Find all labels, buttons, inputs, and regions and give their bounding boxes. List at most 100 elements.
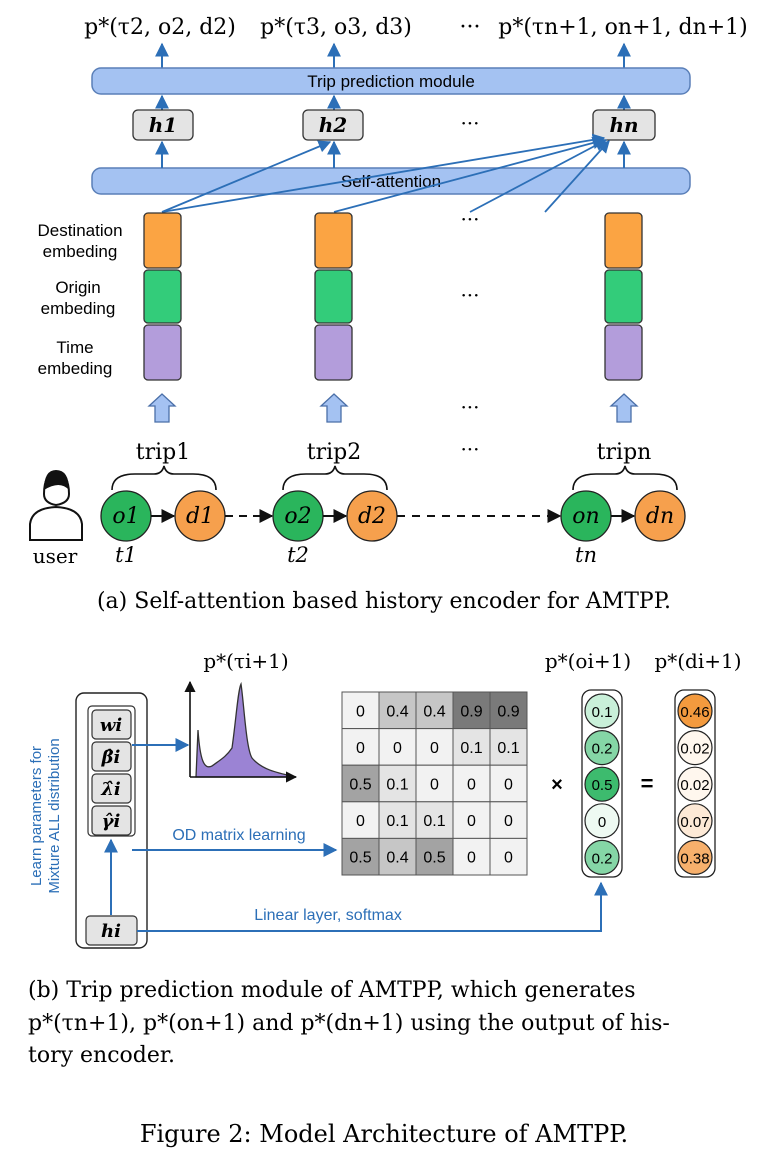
origin-embedding-label-line1: Origin [55, 278, 100, 297]
time-embedding-n [604, 324, 643, 381]
time-label-1: t1 [115, 543, 137, 567]
param-box-w [91, 709, 132, 740]
od-matrix-value: 0 [356, 740, 365, 757]
param-box-beta [91, 741, 132, 772]
od-matrix-value: 0 [467, 813, 476, 830]
hidden-hi: hi [101, 921, 121, 942]
origin-embedding-1 [143, 269, 182, 324]
o-vector-value: 0.2 [592, 850, 613, 867]
hidden-state-hn: hn [609, 113, 638, 137]
origin-vector-frame [581, 689, 623, 878]
od-matrix-cell [378, 728, 417, 766]
o-vector-value: 0 [598, 814, 606, 831]
origin-label-2: o2 [284, 504, 311, 529]
destination-embedding-label-line2: embeding [43, 242, 118, 261]
attn-arrow-near-to-hn [544, 140, 610, 213]
d-vector-value: 0.46 [680, 704, 709, 721]
destination-embedding-2 [314, 212, 353, 269]
input-ellipsis: ··· [460, 395, 479, 419]
up-arrow-icon-1 [147, 393, 177, 423]
o-vector-value: 0.1 [592, 704, 613, 721]
od-matrix-value: 0 [430, 777, 439, 794]
param-gamma: γ̂i [102, 811, 121, 832]
hidden-state-box-1 [132, 109, 194, 141]
output-label-1: p*(τ2, o2, d2) [84, 15, 236, 40]
user-label: user [33, 544, 78, 568]
trip-brace-2 [282, 465, 388, 491]
o-vector-node [584, 766, 620, 802]
origin-embedding-2 [314, 269, 353, 324]
param-lambda: λ̂i [100, 779, 121, 800]
destination-probability-vector: 0.460.020.020.070.38 [677, 693, 713, 876]
hidden-state-box-2 [302, 109, 364, 141]
mixture-density-plot [184, 680, 298, 783]
embedding-stack-n [604, 212, 643, 381]
attn-arrow-1-to-hn [161, 133, 606, 213]
time-label-2: t2 [287, 543, 309, 567]
destination-embedding-label-line1: Destination [37, 221, 122, 240]
od-matrix-value: 0 [504, 813, 513, 830]
od-matrix-value: 0.5 [423, 850, 445, 867]
origin-probability-vector: 0.10.20.500.2 [584, 693, 620, 876]
origin-embedding-n [604, 269, 643, 324]
equals-sign: = [641, 771, 654, 796]
od-matrix-value: 0.4 [386, 850, 408, 867]
attn-arrow-2-to-hn [333, 136, 606, 213]
od-matrix-value: 0.1 [497, 740, 519, 757]
time-embedding-1 [143, 324, 182, 381]
od-matrix-value: 0.9 [497, 703, 519, 720]
origin-embedding-label-line2: embeding [41, 299, 116, 318]
self-attention-label: Self-attention [341, 172, 441, 191]
up-arrow-icon-n [609, 393, 639, 423]
od-matrix-cell [415, 728, 454, 766]
o-vector-node [584, 803, 620, 839]
d-vector-node [677, 693, 713, 729]
caption-a: (a) Self-attention based history encoder… [97, 589, 671, 614]
od-matrix-cell [341, 837, 380, 876]
od-matrix-cell [452, 837, 491, 876]
od-matrix-value: 0.1 [460, 740, 482, 757]
origin-label-n: on [572, 504, 599, 529]
od-matrix-cell [489, 837, 528, 876]
time-label-n: tn [575, 543, 597, 567]
od-matrix-value: 0 [356, 813, 365, 830]
linear-layer-arrow [137, 881, 608, 932]
od-matrix-cell [489, 801, 528, 839]
od-matrix-value: 0.1 [423, 813, 445, 830]
o-vector-value: 0.2 [592, 741, 613, 758]
d-vector-value: 0.02 [680, 777, 709, 794]
trip-prediction-label: Trip prediction module [307, 72, 475, 91]
trip-brace-1 [111, 465, 217, 491]
od-matrix-value: 0.5 [349, 850, 371, 867]
od-matrix-cell [341, 764, 380, 803]
caption-b-line3: tory encoder. [28, 1043, 175, 1068]
d-vector-node [677, 766, 713, 802]
destination-label-2: d2 [358, 504, 386, 529]
od-matrix-value: 0 [467, 850, 476, 867]
od-matrix-cell [489, 764, 528, 803]
od-matrix-cell [378, 837, 417, 876]
user-icon [29, 470, 83, 541]
destination-embedding-n [604, 212, 643, 269]
origin-label-1: o1 [112, 504, 139, 529]
hidden-state-box-n [592, 109, 656, 141]
od-matrix-cell [489, 728, 528, 766]
destination-node-n [634, 490, 686, 542]
side-label-line1: Learn parameters for [28, 746, 45, 886]
hidden-state-ellipsis: ··· [460, 111, 479, 135]
trip-ellipsis: ··· [460, 437, 479, 461]
od-matrix-value: 0.1 [386, 813, 408, 830]
time-embedding-label-line1: Time [56, 338, 93, 357]
tau-distribution-label: p*(τi+1) [203, 649, 288, 673]
trip-prediction-module-bar [91, 67, 691, 95]
od-matrix-cell [378, 801, 417, 839]
od-matrix-value: 0 [504, 777, 513, 794]
od-matrix-value: 0.4 [423, 703, 445, 720]
destination-label-1: d1 [186, 504, 214, 529]
output-label-2: p*(τ3, o3, d3) [260, 15, 412, 40]
d-vector-node [677, 803, 713, 839]
od-matrix-cell [452, 801, 491, 839]
caption-b-line2: p*(τn+1), p*(on+1) and p*(dn+1) using th… [28, 1011, 670, 1036]
times-sign: × [551, 774, 563, 796]
up-arrow-icon-2 [319, 393, 349, 423]
